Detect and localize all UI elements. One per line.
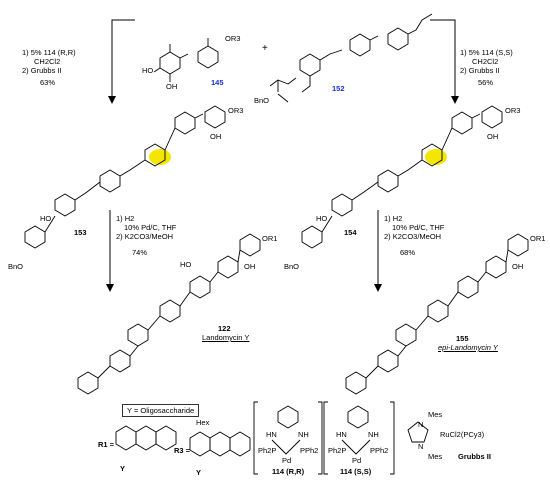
grubbs-n-top: N	[418, 420, 424, 429]
legend-r3: R3 =	[174, 446, 191, 455]
structure-122	[77, 233, 261, 395]
left-bottom-yield: 74%	[132, 248, 148, 257]
structure-145	[153, 38, 219, 82]
grubbs-ii-label: Grubbs II	[458, 452, 491, 461]
cat-rr-hn: HN	[266, 430, 277, 439]
cat-ss-pd: Pd	[352, 456, 362, 465]
oligosaccharide-definition: Y = Oligosaccharide	[122, 404, 200, 417]
highlight-left	[149, 149, 171, 165]
left-top-step-2: 2) Grubbs II	[22, 66, 62, 75]
label-oh-155: OH	[512, 262, 524, 271]
catalyst-114-ss: 114 (S,S)	[340, 467, 372, 476]
label-oh-153: OH	[210, 132, 222, 141]
label-or1-155: OR1	[530, 234, 546, 243]
grubbs-n-bottom: N	[418, 442, 424, 451]
compound-155-name: epi-Landomycin Y	[438, 343, 498, 352]
label-bno-152: BnO	[254, 96, 270, 105]
cat-rr-ph2p: Ph2P	[258, 446, 277, 455]
right-top-yield: 56%	[478, 78, 494, 87]
right-bottom-step-2: 2) K2CO3/MeOH	[384, 232, 442, 241]
compound-122-name: Landomycin Y	[202, 333, 250, 342]
label-ho-145: HO	[142, 66, 154, 75]
right-bottom-catalyst: 10% Pd/C, THF	[392, 223, 445, 232]
grubbs-mes-top: Mes	[428, 410, 443, 419]
catalyst-114-rr: 114 (R,R)	[272, 467, 305, 476]
compound-154: 154	[344, 228, 357, 237]
right-top-solvent: CH2Cl2	[472, 57, 499, 66]
left-top-solvent: CH2Cl2	[34, 57, 61, 66]
catalyst-box	[253, 401, 429, 475]
label-or1-122: OR1	[262, 234, 278, 243]
label-ho-122: HO	[180, 260, 192, 269]
right-top-step-2: 2) Grubbs II	[460, 66, 500, 75]
label-ho-154: HO	[316, 214, 328, 223]
legend-structures	[115, 425, 251, 457]
label-oh-145: OH	[166, 82, 178, 91]
cat-rr-pph2: PPh2	[300, 446, 319, 455]
cat-rr-nh: NH	[298, 430, 309, 439]
cat-ss-ph2p: Ph2P	[328, 446, 347, 455]
left-top-step-1: 1) 5% 114 (R,R)	[22, 48, 76, 57]
grubbs-mes-bottom: Mes	[428, 452, 443, 461]
plus-sign: +	[262, 43, 268, 54]
right-top-step-1: 1) 5% 114 (S,S)	[460, 48, 513, 57]
legend-r1: R1 =	[98, 440, 115, 449]
label-or3-154: OR3	[505, 106, 521, 115]
label-ho-153: HO	[40, 214, 52, 223]
compound-152: 152	[332, 84, 345, 93]
cat-ss-hn: HN	[336, 430, 347, 439]
left-top-yield: 63%	[40, 78, 56, 87]
compound-153: 153	[74, 228, 87, 237]
right-bottom-step-1: 1) H2	[384, 214, 403, 223]
structure-155	[345, 233, 529, 395]
cat-rr-pd: Pd	[282, 456, 292, 465]
arrows	[106, 19, 459, 292]
legend-hex: Hex	[196, 418, 210, 427]
left-bottom-catalyst: 10% Pd/C, THF	[124, 223, 177, 232]
left-bottom-step-2: 2) K2CO3/MeOH	[116, 232, 174, 241]
label-bno-153: BnO	[8, 262, 24, 271]
label-bno-154: BnO	[284, 262, 300, 271]
right-bottom-yield: 68%	[400, 248, 416, 257]
structure-154	[301, 105, 503, 249]
grubbs-rucl: RuCl2(PCy3)	[440, 430, 485, 439]
compound-155: 155	[456, 334, 469, 343]
left-bottom-step-1: 1) H2	[116, 214, 135, 223]
cat-ss-nh: NH	[368, 430, 379, 439]
label-oh-154: OH	[487, 132, 499, 141]
label-or3-153: OR3	[228, 106, 244, 115]
arrow-right-top	[430, 19, 459, 104]
legend-y-1: Y	[120, 464, 126, 473]
legend-y-2: Y	[196, 468, 202, 477]
cat-ss-pph2: PPh2	[370, 446, 389, 455]
compound-145: 145	[211, 78, 224, 87]
structure-153	[24, 105, 226, 249]
compound-122: 122	[218, 324, 231, 333]
arrow-left-top	[108, 19, 135, 104]
label-or3-145: OR3	[225, 34, 241, 43]
structure-152	[269, 13, 433, 103]
label-oh-122: OH	[244, 262, 256, 271]
highlight-right	[425, 149, 447, 165]
